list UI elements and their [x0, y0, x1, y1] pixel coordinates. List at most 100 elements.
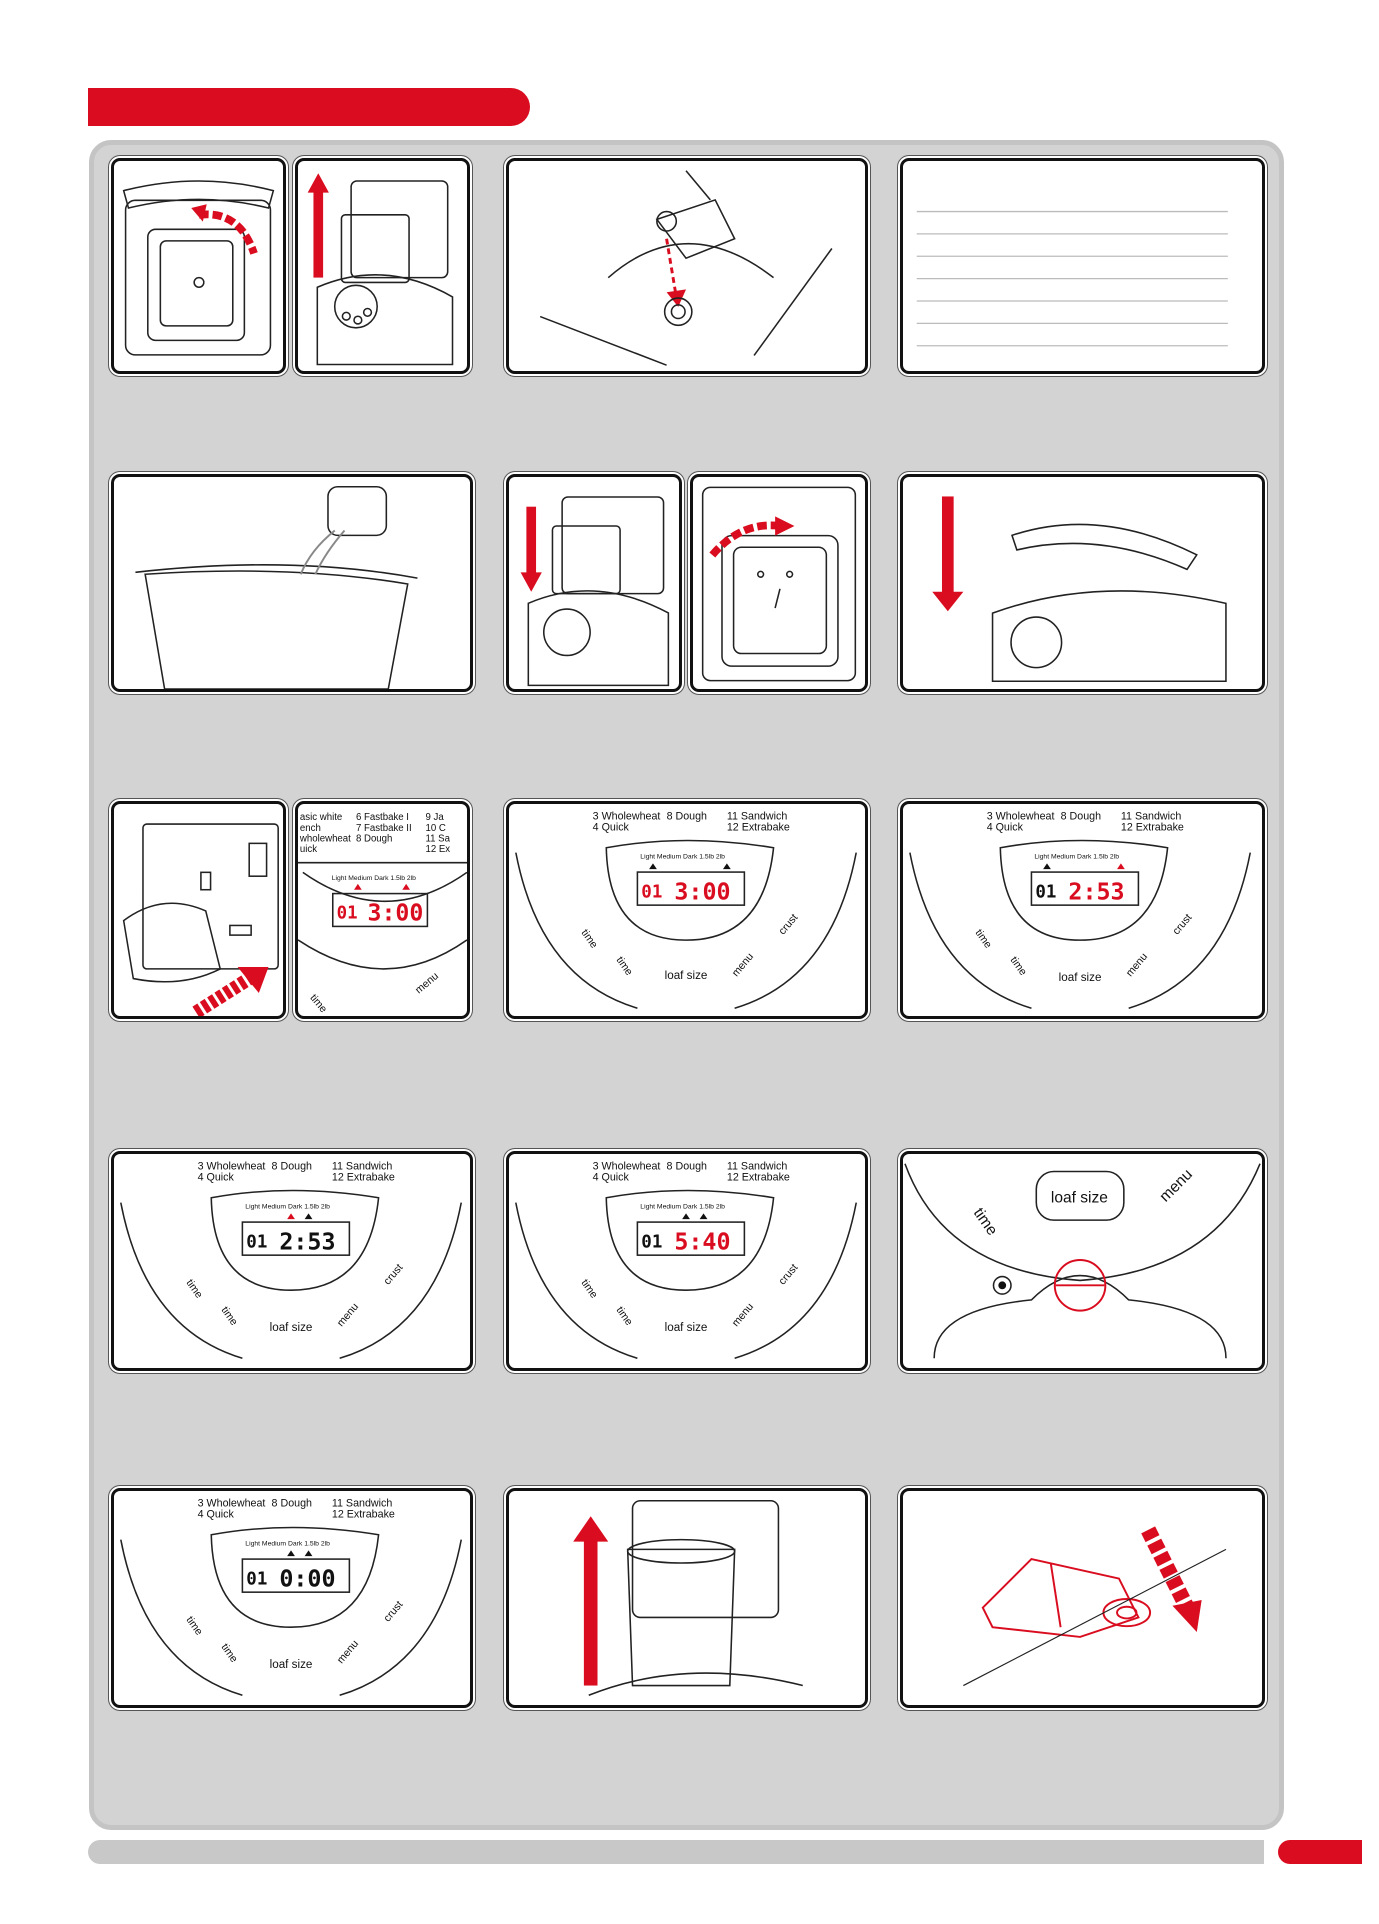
menu-label: menu	[1124, 951, 1150, 979]
keypad-end-illustration: 3 Wholewheat 8 Dough 11 Sandwich 4 Quick…	[120, 1498, 463, 1697]
program-row1-b: 8 Dough	[667, 1161, 707, 1173]
display-program: 01	[641, 882, 662, 902]
program-row1-c: 11 Sandwich	[727, 1161, 787, 1173]
program-row2-c: 12 Extrabake	[332, 1171, 395, 1183]
menu-button-label: menu	[413, 970, 441, 996]
lock-pan-illustration	[701, 486, 857, 682]
menu-label: menu	[335, 1638, 361, 1666]
step-lift-pan-frame	[506, 1488, 868, 1708]
program-row1-a: 3 Wholewheat	[593, 811, 661, 823]
time-up-label: time	[184, 1614, 205, 1637]
crust-label: crust	[381, 1262, 405, 1287]
menu-label: menu	[730, 1301, 756, 1329]
program-row1-a: 3 Wholewheat	[198, 1498, 266, 1510]
lift-pan-illustration	[573, 1499, 803, 1696]
menu-label: menu	[335, 1301, 361, 1329]
display-program: 01	[641, 1232, 662, 1252]
display-scale: Light Medium Dark 1.5lb 2lb	[245, 1540, 330, 1547]
time-down-label: time	[219, 1304, 240, 1327]
time-up-label: time	[579, 927, 600, 950]
time-down-label: time	[1008, 954, 1029, 977]
loaf-size-label: loaf size	[1051, 1190, 1108, 1207]
time-up-label: time	[579, 1277, 600, 1300]
program-side-a: asic white	[300, 812, 342, 823]
step-start-frame: time loaf size menu	[900, 1151, 1265, 1371]
loaf-size-label: loaf size	[270, 1321, 313, 1334]
program-row2-a: 4 Quick	[593, 1171, 630, 1183]
display-time: 5:40	[674, 1227, 730, 1255]
program-row2-a: 4 Quick	[593, 821, 630, 833]
program-row1-c: 11 Sandwich	[727, 811, 787, 823]
crust-label: crust	[1170, 912, 1194, 937]
step-remove-pan-frame	[295, 158, 470, 374]
crust-label: crust	[381, 1599, 405, 1624]
program-side-c: wholewheat	[299, 833, 351, 844]
step-add-ingredients-frame	[111, 474, 473, 692]
display-scale: Light Medium Dark 1.5lb 2lb	[1034, 853, 1119, 860]
display-program: 01	[246, 1232, 267, 1252]
step-delay-timer-frame: 3 Wholewheat 8 Dough 11 Sandwich 4 Quick…	[506, 1151, 868, 1371]
menu-label: menu	[730, 951, 756, 979]
program-row2-c: 12 Extrabake	[1121, 821, 1184, 833]
time-up-label: time	[184, 1277, 205, 1300]
section-header-bar	[88, 88, 530, 126]
display-program: 01	[246, 1569, 267, 1589]
program-side-j: 11 Sa	[425, 833, 450, 844]
program-row2-c: 12 Extrabake	[332, 1508, 395, 1520]
crust-label: crust	[776, 912, 800, 937]
notes-lines	[916, 210, 1228, 347]
program-row2-c: 12 Extrabake	[727, 821, 790, 833]
program-side-e: 6 Fastbake I	[356, 812, 409, 823]
program-row1-b: 8 Dough	[667, 811, 707, 823]
step-fit-paddle-frame	[506, 158, 868, 374]
add-ingredients-illustration	[135, 485, 418, 689]
remove-pan-illustration	[307, 173, 454, 366]
start-button-icon	[1053, 1259, 1107, 1312]
program-side-i: 10 C	[425, 823, 445, 834]
display-default-illustration: asic white ench wholewheat uick 6 Fastba…	[298, 812, 467, 1015]
display-scale: Light Medium Dark 1.5lb 2lb	[245, 1203, 330, 1210]
display-time: 3:00	[368, 900, 424, 927]
program-row1-b: 8 Dough	[272, 1161, 312, 1173]
time-down-label: time	[614, 1304, 635, 1327]
display-time: 3:00	[674, 877, 730, 905]
display-scale: Light Medium Dark 1.5lb 2lb	[332, 875, 416, 882]
step-notes-frame	[900, 158, 1265, 374]
program-row1-c: 11 Sandwich	[332, 1498, 392, 1510]
crust-label: crust	[776, 1262, 800, 1287]
program-row2-c: 12 Extrabake	[727, 1171, 790, 1183]
keypad-loaf-size-illustration: 3 Wholewheat 8 Dough 11 Sandwich 4 Quick…	[909, 811, 1252, 1009]
keypad-timer-illustration: 3 Wholewheat 8 Dough 11 Sandwich 4 Quick…	[515, 1161, 858, 1360]
display-time: 2:53	[1068, 877, 1124, 905]
step-loaf-size-frame: 3 Wholewheat 8 Dough 11 Sandwich 4 Quick…	[900, 801, 1265, 1019]
step-close-lid-frame	[900, 474, 1265, 692]
step-lock-pan-frame	[690, 474, 868, 692]
open-lid-illustration	[122, 180, 275, 356]
step-open-lid-frame	[111, 158, 286, 374]
program-row2-a: 4 Quick	[198, 1508, 235, 1520]
time-up-label: time	[973, 927, 994, 950]
footer-bar	[88, 1840, 1278, 1864]
close-lid-illustration	[932, 496, 1227, 682]
program-row1-a: 3 Wholewheat	[593, 1161, 661, 1173]
program-side-k: 12 Ex	[425, 844, 450, 855]
menu-button-label: menu	[1156, 1166, 1196, 1206]
program-row1-c: 11 Sandwich	[1121, 811, 1181, 823]
time-button-label: time	[970, 1205, 1001, 1239]
remove-paddle-illustration	[963, 1526, 1227, 1687]
insert-pan-illustration	[520, 496, 670, 687]
step-insert-pan-frame	[506, 474, 682, 692]
program-side-b: ench	[300, 823, 321, 834]
program-side-d: uick	[300, 844, 317, 855]
loaf-size-label: loaf size	[665, 969, 708, 982]
program-row1-a: 3 Wholewheat	[198, 1161, 266, 1173]
display-time: 2:53	[279, 1227, 335, 1255]
step-end-display-frame: 3 Wholewheat 8 Dough 11 Sandwich 4 Quick…	[111, 1488, 473, 1708]
plug-in-illustration	[122, 823, 279, 1016]
keypad-menu-illustration: 3 Wholewheat 8 Dough 11 Sandwich 4 Quick…	[515, 811, 857, 1009]
display-scale: Light Medium Dark 1.5lb 2lb	[640, 1203, 725, 1210]
display-program: 01	[337, 904, 358, 924]
program-row1-b: 8 Dough	[272, 1498, 312, 1510]
time-down-label: time	[219, 1641, 240, 1664]
program-row2-a: 4 Quick	[198, 1171, 235, 1183]
